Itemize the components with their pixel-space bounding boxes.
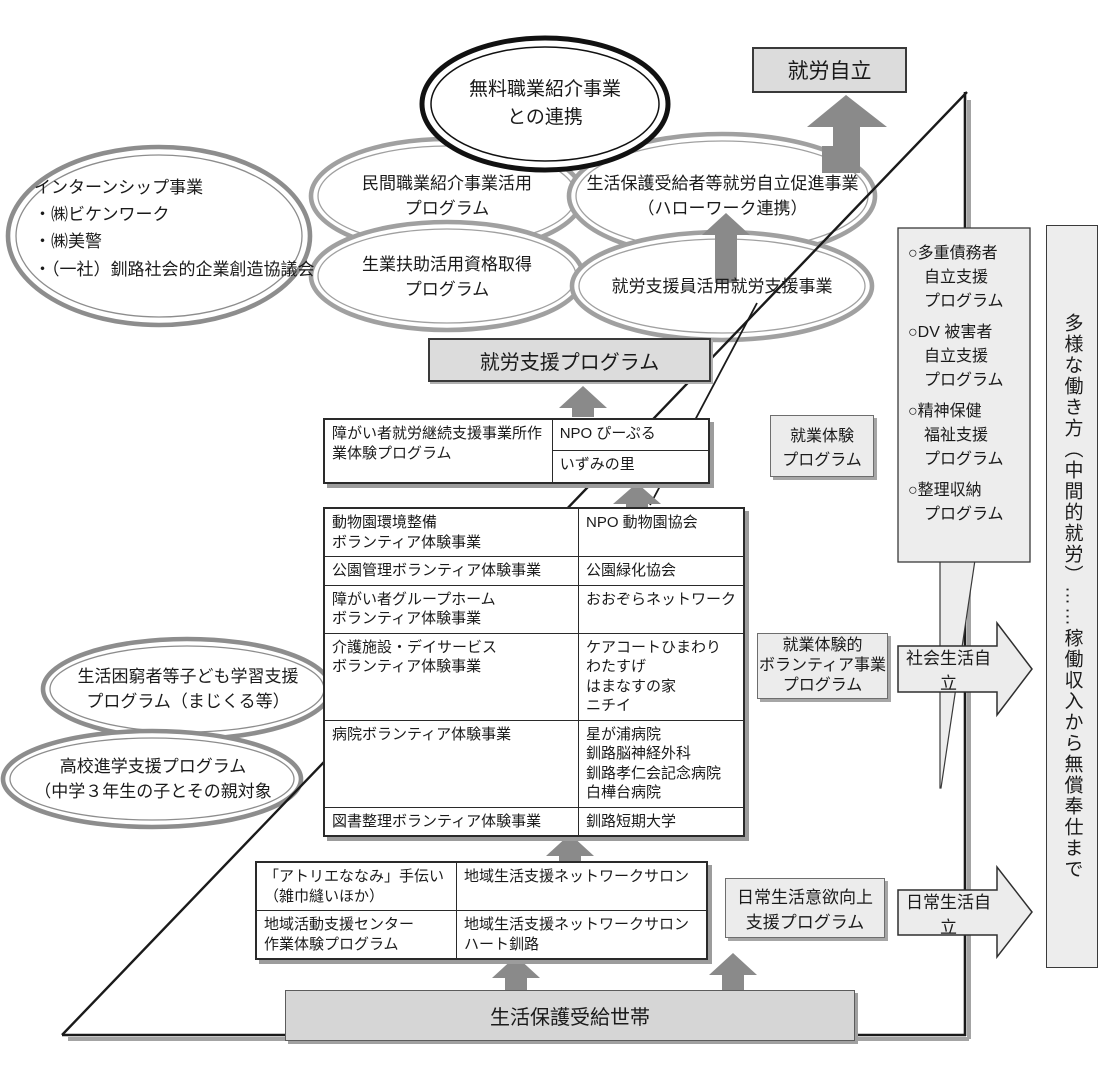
up-arrow-between-right-ellipses — [702, 213, 750, 283]
volunteer-program: 公園管理ボランティア体験事業 — [325, 557, 579, 585]
up-arrow-to-work-support — [559, 386, 607, 417]
welfare-promotion-label: 生活保護受給者等就労自立促進事業 （ハローワーク連携） — [586, 174, 859, 218]
list-item: ○多重債務者 自立支援 プログラム — [908, 245, 1004, 310]
list-item: ○精神保健 福祉支援 プログラム — [908, 403, 1004, 468]
volunteer-table: 動物園環境整備 ボランティア体験事業 NPO 動物園協会 公園管理ボランティア体… — [323, 507, 745, 837]
up-arrow-to-volunteer-table — [546, 834, 594, 862]
kids-study-label: 生活困窮者等子ども学習支援 プログラム（まじくる等） — [77, 667, 299, 711]
ellipse-vocational-aid — [308, 219, 586, 333]
table-row: 地域活動支援センター 作業体験プログラム 地域生活支援ネットワークサロン ハート… — [257, 911, 706, 958]
volunteer-partner: おおぞらネットワーク — [586, 590, 737, 608]
daily-table: 「アトリエななみ」手伝い （雑巾縫いほか） 地域生活支援ネットワークサロン 地域… — [255, 861, 708, 960]
jobsite-table: 障がい者就労継続支援事業所作業体験プログラム NPO ぴーぷる いずみの里 — [323, 418, 710, 484]
up-arrow-to-daily-box — [709, 953, 757, 991]
up-arrow-to-daily-table — [492, 956, 540, 991]
volunteer-program: 病院ボランティア体験事業 — [325, 720, 579, 807]
side-note-text: 多様な働き方（中間的就労）……稼働収入から無償奉仕まで — [1061, 313, 1083, 880]
work-experience-program-box: 就業体験 プログラム — [770, 415, 874, 477]
daily-motivation-box: 日常生活意欲向上 支援プログラム — [725, 878, 885, 938]
jobsite-program-name: 障がい者就労継続支援事業所作業体験プログラム — [325, 420, 553, 482]
highschool-label: 高校進学支援プログラム （中学３年生の子とその親対象 — [34, 757, 272, 801]
work-support-program-box: 就労支援プログラム — [428, 338, 711, 382]
daily-program: 「アトリエななみ」手伝い （雑巾縫いほか） — [257, 863, 457, 910]
work-independence-box: 就労自立 — [752, 47, 907, 93]
daily-partner: 地域生活支援ネットワークサロン ハート釧路 — [464, 916, 690, 953]
right-program-list: ○多重債務者 自立支援 プログラム ○DV 被害者 自立支援 プログラム ○精神… — [908, 242, 1026, 534]
jobsite-partner: いずみの里 — [559, 456, 635, 473]
elbow-arrow-to-work-independence — [807, 95, 887, 173]
volunteer-partner: 星が浦病院 釧路脳神経外科 釧路孝仁会記念病院 白樺台病院 — [586, 725, 722, 802]
ellipse-free-job-intro — [419, 35, 671, 173]
right-arrow-daily — [897, 864, 1033, 960]
side-note-box: 多様な働き方（中間的就労）……稼働収入から無償奉仕まで — [1046, 225, 1098, 968]
table-row: 障がい者グループホーム ボランティア体験事業 おおぞらネットワーク — [325, 585, 743, 634]
table-row: 病院ボランティア体験事業 星が浦病院 釧路脳神経外科 釧路孝仁会記念病院 白樺台… — [325, 720, 743, 808]
program-box-body — [897, 227, 1031, 563]
table-row: 「アトリエななみ」手伝い （雑巾縫いほか） 地域生活支援ネットワークサロン — [257, 863, 706, 911]
social-independence-label: 社会生活自立 — [906, 649, 991, 693]
internship-label: インターンシップ事業 ・㈱ビケンワーク ・㈱美警 ・（一社）釧路社会的企業創造協… — [34, 178, 315, 279]
support-staff-label: 就労支援員活用就労支援事業 — [611, 276, 833, 296]
daily-partner: 地域生活支援ネットワークサロン — [464, 868, 690, 885]
list-item: ○整理収納 プログラム — [908, 482, 1004, 523]
vocational-aid-label: 生業扶助活用資格取得 プログラム — [362, 255, 532, 299]
volunteer-program: 図書整理ボランティア体験事業 — [325, 807, 579, 835]
table-row: 図書整理ボランティア体験事業 釧路短期大学 — [325, 807, 743, 835]
volunteer-partner: 釧路短期大学 — [586, 812, 677, 830]
table-row: 介護施設・デイサービス ボランティア体験事業 ケアコートひまわり わたすげ はま… — [325, 633, 743, 721]
daily-independence-label: 日常生活自立 — [906, 892, 991, 937]
list-item: ○DV 被害者 自立支援 プログラム — [908, 324, 1004, 389]
volunteer-partner: NPO 動物園協会 — [586, 514, 698, 531]
table-row: 動物園環境整備 ボランティア体験事業 NPO 動物園協会 — [325, 509, 743, 557]
right-arrow-social — [897, 620, 1033, 718]
free-job-intro-label: 無料職業紹介事業 との連携 — [468, 79, 621, 128]
volunteer-partner: ケアコートひまわり わたすげ はまなすの家 ニチイ — [586, 638, 722, 715]
table-row: 公園管理ボランティア体験事業 公園緑化協会 — [325, 557, 743, 586]
private-job-label: 民間職業紹介事業活用 プログラム — [362, 174, 532, 218]
welfare-households-box: 生活保護受給世帯 — [285, 990, 855, 1041]
volunteer-program: 介護施設・デイサービス ボランティア体験事業 — [325, 633, 579, 720]
volunteer-program: 動物園環境整備 ボランティア体験事業 — [325, 509, 579, 556]
jobsite-partner: NPO ぴーぷる — [552, 420, 708, 451]
volunteer-program-box: 就業体験的 ボランティア事業 プログラム — [757, 633, 888, 699]
ellipse-highschool — [0, 728, 304, 830]
ellipse-internship — [5, 144, 313, 328]
daily-program: 地域活動支援センター 作業体験プログラム — [257, 911, 457, 958]
up-arrow-to-jobsite-table — [613, 483, 661, 507]
volunteer-program: 障がい者グループホーム ボランティア体験事業 — [325, 585, 579, 633]
volunteer-partner: 公園緑化協会 — [586, 562, 677, 579]
